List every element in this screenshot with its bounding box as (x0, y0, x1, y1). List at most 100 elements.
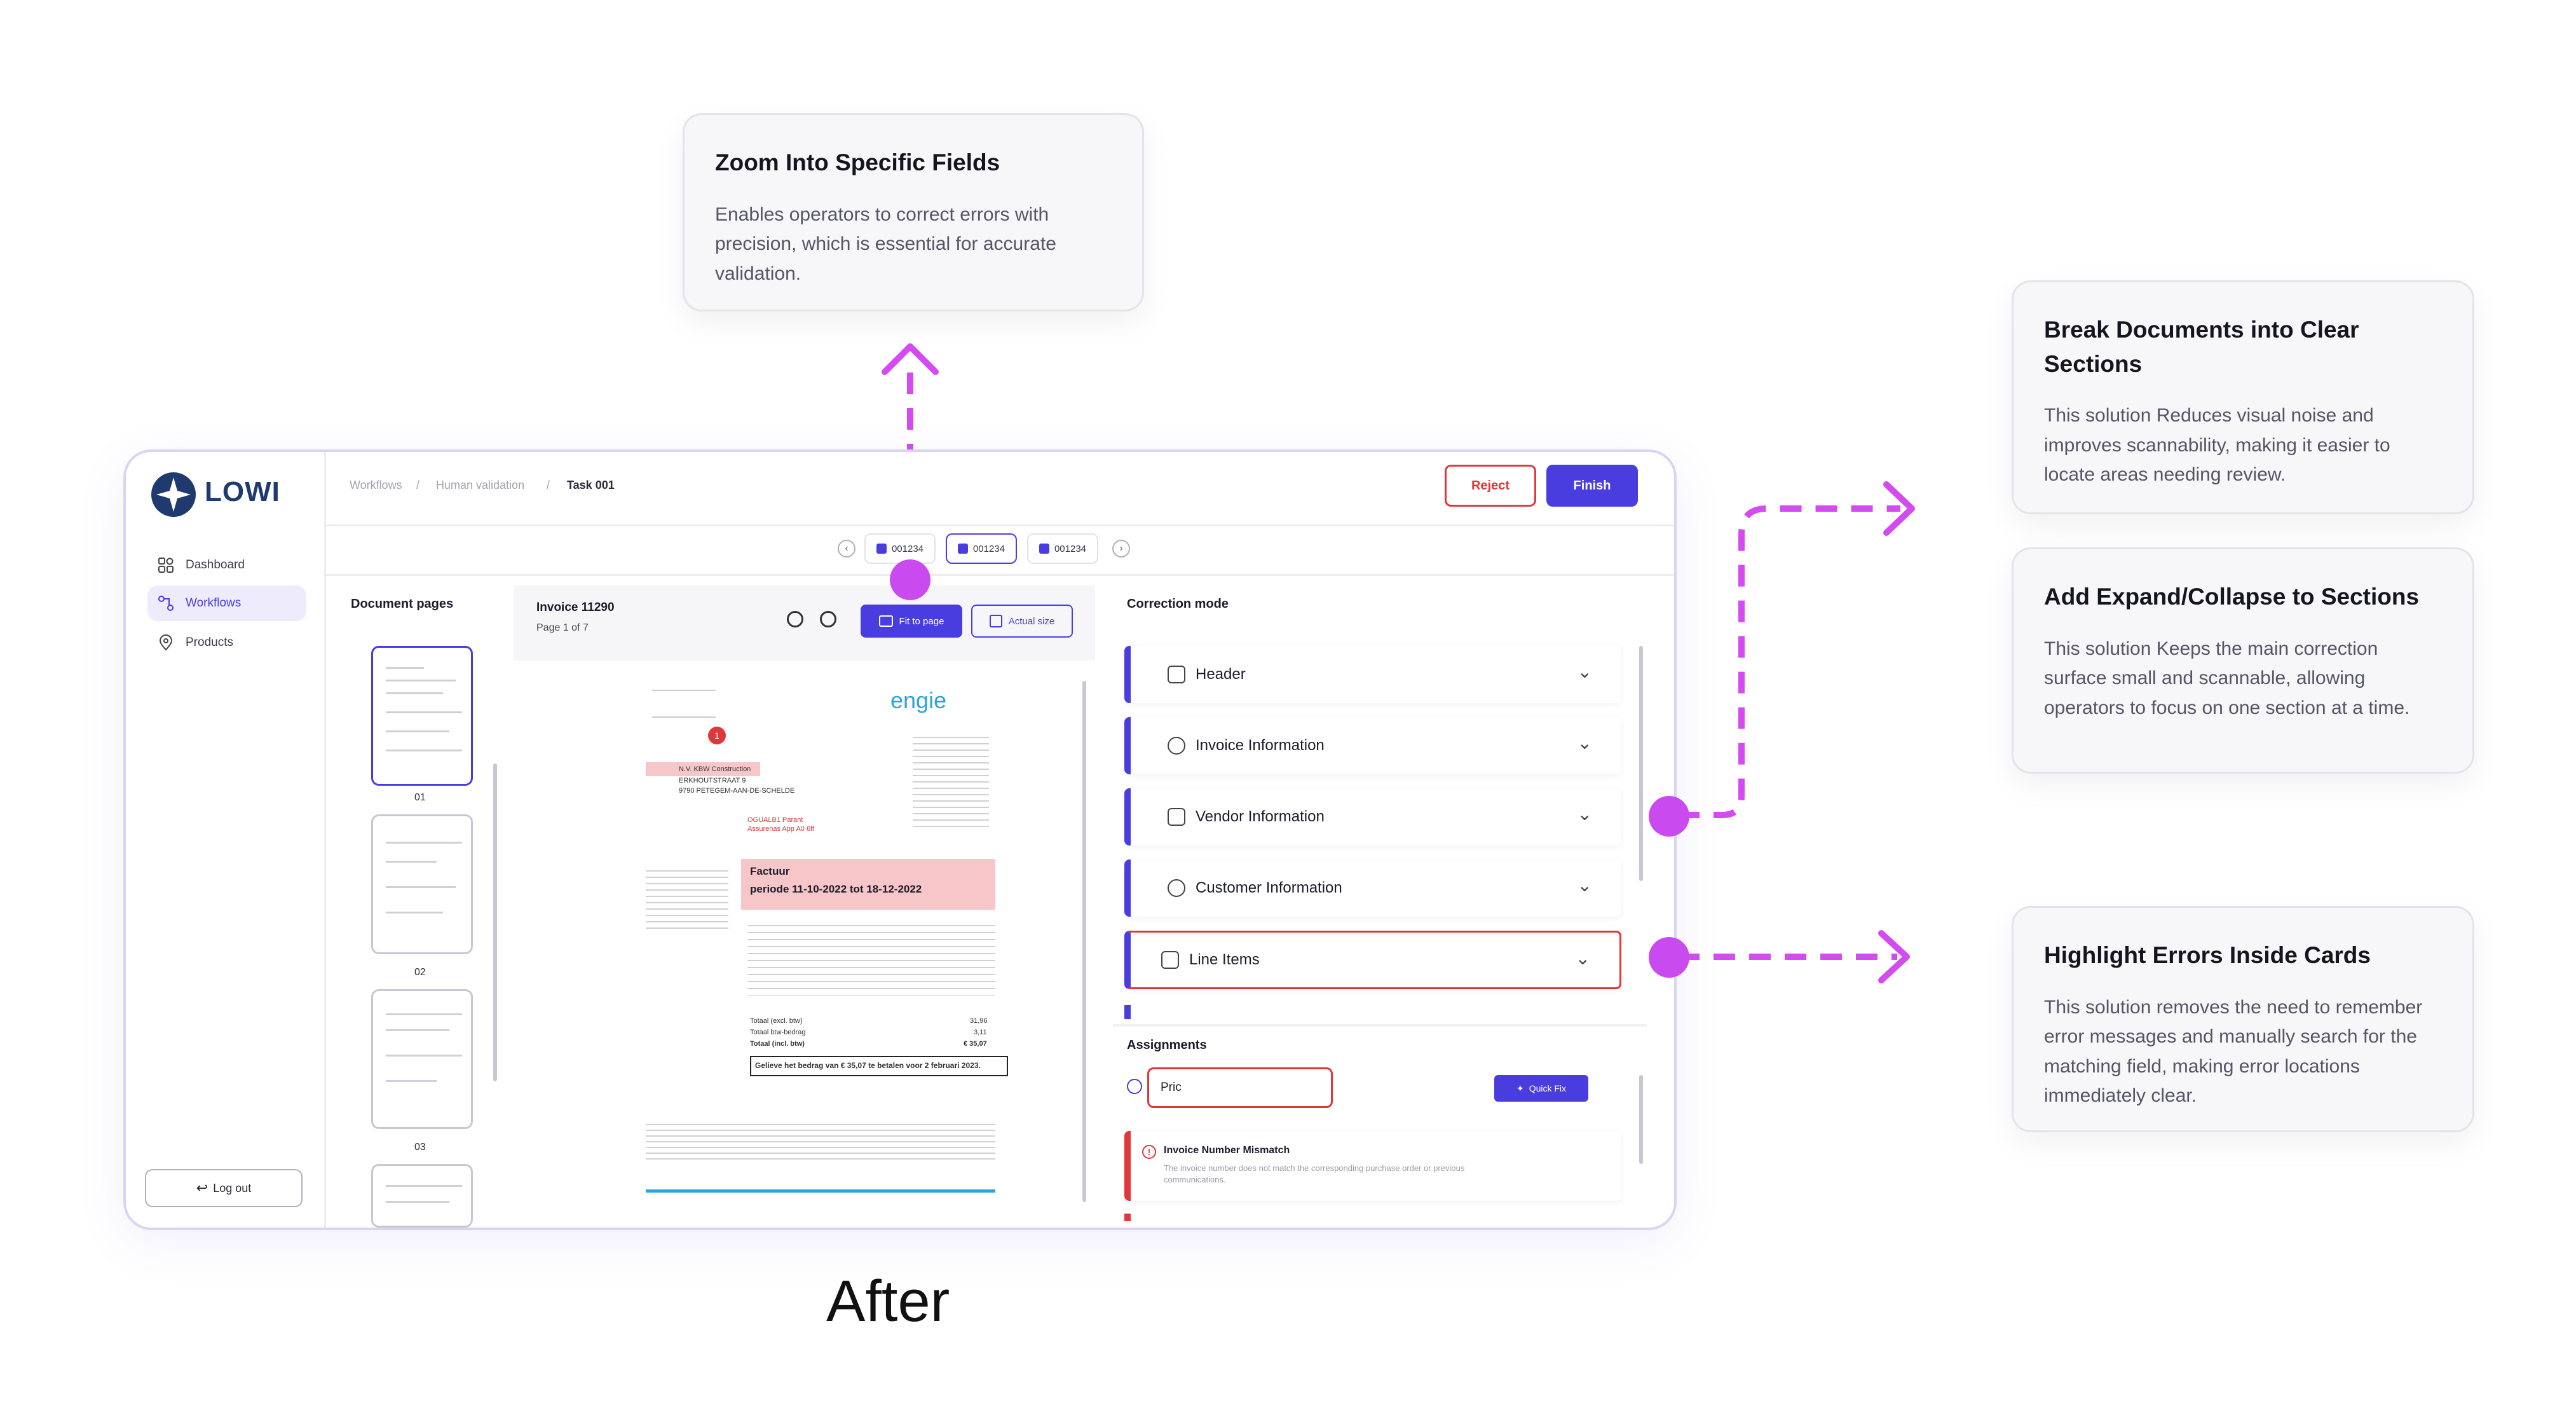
callout-errors: Highlight Errors Inside Cards This solut… (2012, 906, 2474, 1132)
nav-label: Dashboard (186, 558, 245, 572)
magic-wand-icon: ✦ (1516, 1083, 1524, 1093)
thumbnail-scrollbar[interactable] (493, 763, 497, 1081)
doc-total-incl: Totaal (incl. btw) (750, 1040, 805, 1048)
assignments-scrollbar[interactable] (1639, 1075, 1643, 1164)
workflow-icon (158, 596, 174, 611)
viewer-page: Page 1 of 7 (536, 622, 589, 633)
assignment-input-value: Pric (1161, 1081, 1182, 1094)
upload-icon (1039, 544, 1049, 554)
quick-fix-label: Quick Fix (1529, 1083, 1567, 1093)
location-pin-icon (159, 634, 173, 651)
actual-size-button[interactable]: Actual size (971, 605, 1073, 638)
reject-button[interactable]: Reject (1445, 465, 1536, 507)
viewer-title: Invoice 11290 (536, 601, 615, 614)
error-title: Invoice Number Mismatch (1164, 1145, 1290, 1156)
section-card-header[interactable]: Header ⌄ (1124, 646, 1621, 703)
prev-doc-button[interactable]: ‹ (838, 540, 855, 558)
error-marker: 1 (708, 727, 726, 744)
section-card-customer-information[interactable]: Customer Information ⌄ (1124, 859, 1621, 917)
correction-title: Correction mode (1127, 597, 1229, 611)
actual-size-icon (989, 615, 1002, 627)
doc-addressee: N.V. KBW Construction (679, 765, 751, 773)
info-icon (1168, 737, 1185, 755)
finish-button[interactable]: Finish (1546, 465, 1638, 507)
nav-label: Workflows (186, 596, 242, 610)
doc-period: periode 11-10-2022 tot 18-12-2022 (750, 883, 922, 895)
doc-city: 9790 PETEGEM-AAN-DE-SCHELDE (679, 787, 795, 795)
fit-to-page-button[interactable]: Fit to page (861, 605, 962, 638)
page-thumbnail-label: 01 (414, 792, 426, 803)
page-thumbnail[interactable] (371, 646, 473, 786)
document-page: engie 1 N.V. KBW Construction ERKHOUTSTR… (531, 674, 1072, 1221)
section-card-line-items[interactable]: Line Items ⌄ (1124, 931, 1621, 989)
chevron-down-icon[interactable]: ⌄ (1577, 662, 1592, 681)
caption-after: After (826, 1269, 950, 1334)
doc-invoice-label: Factuur (750, 865, 790, 877)
error-card[interactable]: ! Invoice Number Mismatch The invoice nu… (1124, 1131, 1621, 1201)
customer-icon (1168, 879, 1185, 897)
error-body: The invoice number does not match the co… (1164, 1163, 1465, 1185)
page-thumbnail[interactable] (371, 814, 473, 954)
connector-dot-errors (1649, 937, 1689, 978)
page-thumbnail-label: 02 (414, 967, 426, 978)
nav-workflows[interactable]: Workflows (147, 585, 306, 621)
breadcrumb-separator: / (416, 479, 420, 491)
doc-body-lines (646, 865, 728, 929)
logout-label: Log out (213, 1181, 252, 1195)
connector-dot-sections (1649, 796, 1689, 837)
breadcrumb-human-validation[interactable]: Human validation (436, 479, 525, 491)
document-tabs: ‹ 001234 001234 001234 › (324, 524, 1674, 576)
nav-label: Products (186, 636, 233, 649)
section-card-vendor-information[interactable]: Vendor Information ⌄ (1124, 788, 1621, 845)
chevron-down-icon[interactable]: ⌄ (1575, 948, 1590, 968)
doc-pay-note: Gelieve het bedrag van € 35,07 te betale… (750, 1056, 1008, 1076)
doc-tab[interactable]: 001234 (946, 533, 1017, 564)
doc-total-excl: Totaal (excl. btw) (750, 1017, 803, 1025)
logout-button[interactable]: ↩ Log out (145, 1169, 303, 1207)
callout-title: Highlight Errors Inside Cards (2044, 942, 2371, 968)
page-thumbnail[interactable] (371, 1164, 473, 1228)
callout-expand: Add Expand/Collapse to Sections This sol… (2012, 547, 2474, 774)
doc-street: ERKHOUTSTRAAT 9 (679, 777, 746, 784)
doc-tab[interactable]: 001234 (1027, 533, 1098, 564)
section-card-invoice-information[interactable]: Invoice Information ⌄ (1124, 717, 1621, 774)
chevron-down-icon[interactable]: ⌄ (1577, 733, 1592, 753)
breadcrumb-workflows[interactable]: Workflows (350, 479, 402, 491)
viewer-panel: Invoice 11290 Page 1 of 7 Fit to page Ac… (514, 585, 1095, 1221)
doc-insurer: OGUALB1 Parant Assurenas App A0 6ff (747, 816, 814, 833)
chevron-down-icon[interactable]: ⌄ (1577, 804, 1592, 824)
assignment-input[interactable]: Pric (1147, 1067, 1333, 1108)
doc-total-excl-value: 31,96 (970, 1017, 988, 1025)
refresh-icon[interactable] (1127, 1079, 1142, 1094)
zoom-in-icon[interactable] (787, 611, 803, 627)
correction-scrollbar[interactable] (1639, 646, 1643, 881)
nav-dashboard[interactable]: Dashboard (147, 547, 306, 583)
chevron-down-icon[interactable]: ⌄ (1577, 875, 1592, 895)
sidebar: LOWI Dashboard Workflows Products ↩ Log … (126, 452, 326, 1228)
callout-body: This solution Keeps the main correction … (2044, 638, 2410, 718)
callout-sections: Break Documents into Clear Sections This… (2012, 280, 2474, 514)
fit-label: Fit to page (899, 615, 944, 627)
zoom-out-icon[interactable] (820, 611, 836, 627)
doc-total-incl-value: € 35,07 (964, 1040, 987, 1048)
address-highlight (646, 762, 760, 776)
doc-tab-label: 001234 (891, 543, 924, 554)
document-pages-panel: Document pages 01 02 03 (336, 585, 507, 1228)
next-doc-button[interactable]: › (1112, 540, 1130, 558)
doc-tab[interactable]: 001234 (864, 533, 936, 564)
upload-icon (957, 544, 968, 554)
page-thumbnail-label: 03 (414, 1142, 426, 1153)
viewer-scrollbar[interactable] (1082, 681, 1086, 1202)
quick-fix-button[interactable]: ✦ Quick Fix (1494, 1075, 1588, 1102)
callout-title: Add Expand/Collapse to Sections (2044, 584, 2420, 610)
callout-body: This solution removes the need to rememb… (2044, 996, 2423, 1107)
fit-icon (878, 615, 893, 627)
correction-panel: Correction mode Header ⌄ Invoice Informa… (1113, 585, 1647, 1221)
nav-products[interactable]: Products (147, 625, 306, 661)
doc-footer-bar (646, 1189, 995, 1193)
page-thumbnail[interactable] (371, 989, 473, 1129)
assignments-title: Assignments (1127, 1038, 1207, 1052)
doc-lower-lines (646, 1119, 995, 1164)
section-label: Line Items (1189, 951, 1260, 968)
